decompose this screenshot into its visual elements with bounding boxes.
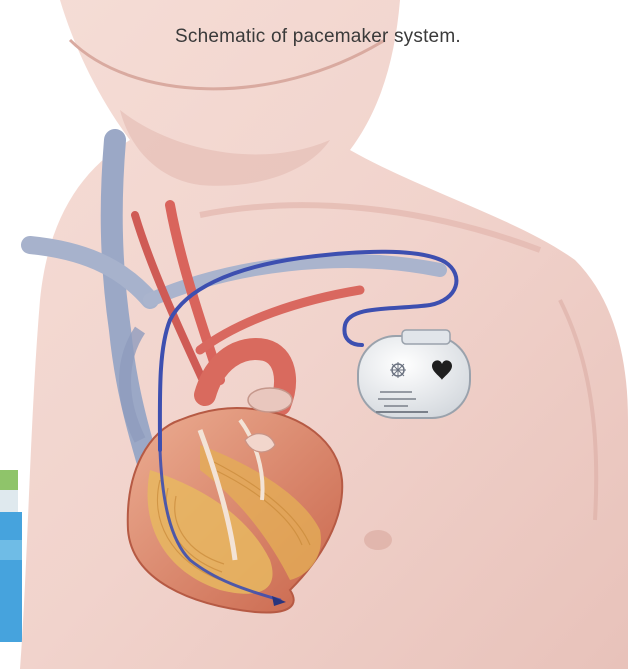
background-scene xyxy=(0,470,22,642)
nipple xyxy=(364,530,392,550)
pacemaker-device xyxy=(358,330,470,418)
figure-title: Schematic of pacemaker system. xyxy=(175,26,461,48)
device-logo-icon xyxy=(390,362,406,378)
